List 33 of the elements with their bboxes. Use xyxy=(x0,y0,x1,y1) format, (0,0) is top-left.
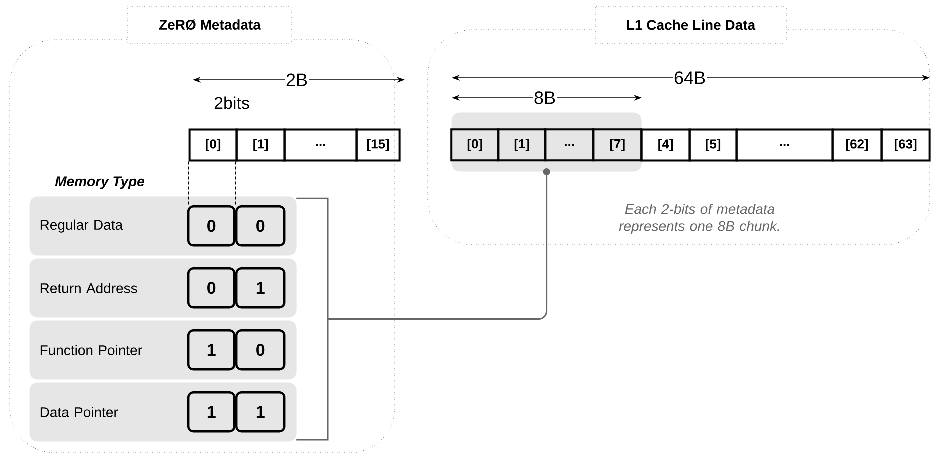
highlight-band xyxy=(452,112,642,172)
bit-box: 1 xyxy=(188,330,236,371)
byte-cell: [7] xyxy=(592,128,643,162)
byte-cell: ... xyxy=(544,128,595,162)
heading: Memory Type xyxy=(55,176,144,190)
connector xyxy=(328,168,550,320)
byte-cell: ... xyxy=(284,128,358,162)
projection-line xyxy=(188,162,190,206)
byte-cell: ... xyxy=(736,128,834,162)
bracket xyxy=(296,198,329,441)
byte-cell: [62] xyxy=(832,128,883,162)
dimension-label: 8B xyxy=(533,90,558,106)
byte-cell: [1] xyxy=(236,128,286,162)
dimension-label: 64B xyxy=(673,70,708,86)
byte-cell: [0] xyxy=(450,128,500,162)
bit-box: 0 xyxy=(188,206,236,247)
bit-box: 1 xyxy=(236,268,286,309)
bit-box: 0 xyxy=(188,268,236,309)
byte-cell: [1] xyxy=(498,128,547,162)
bit-box: 1 xyxy=(236,392,286,433)
node-label: ZeRØ Metadata xyxy=(159,20,262,30)
node-label: L1 Cache Line Data xyxy=(627,20,756,30)
byte-cell: [15] xyxy=(356,128,401,162)
byte-cell: [63] xyxy=(880,128,931,162)
byte-cell: [5] xyxy=(688,128,738,162)
bit-box: 0 xyxy=(236,206,286,247)
note-text: Each 2-bits of metadata represents one 8B chunk. xyxy=(619,204,780,234)
bit-box: 0 xyxy=(236,330,286,371)
byte-cell: [4] xyxy=(640,128,691,162)
dimension-label: 2bits xyxy=(214,96,250,110)
bit-box: 1 xyxy=(188,392,236,433)
byte-cell: [0] xyxy=(188,128,238,162)
dimension-label: 2B xyxy=(285,72,310,88)
